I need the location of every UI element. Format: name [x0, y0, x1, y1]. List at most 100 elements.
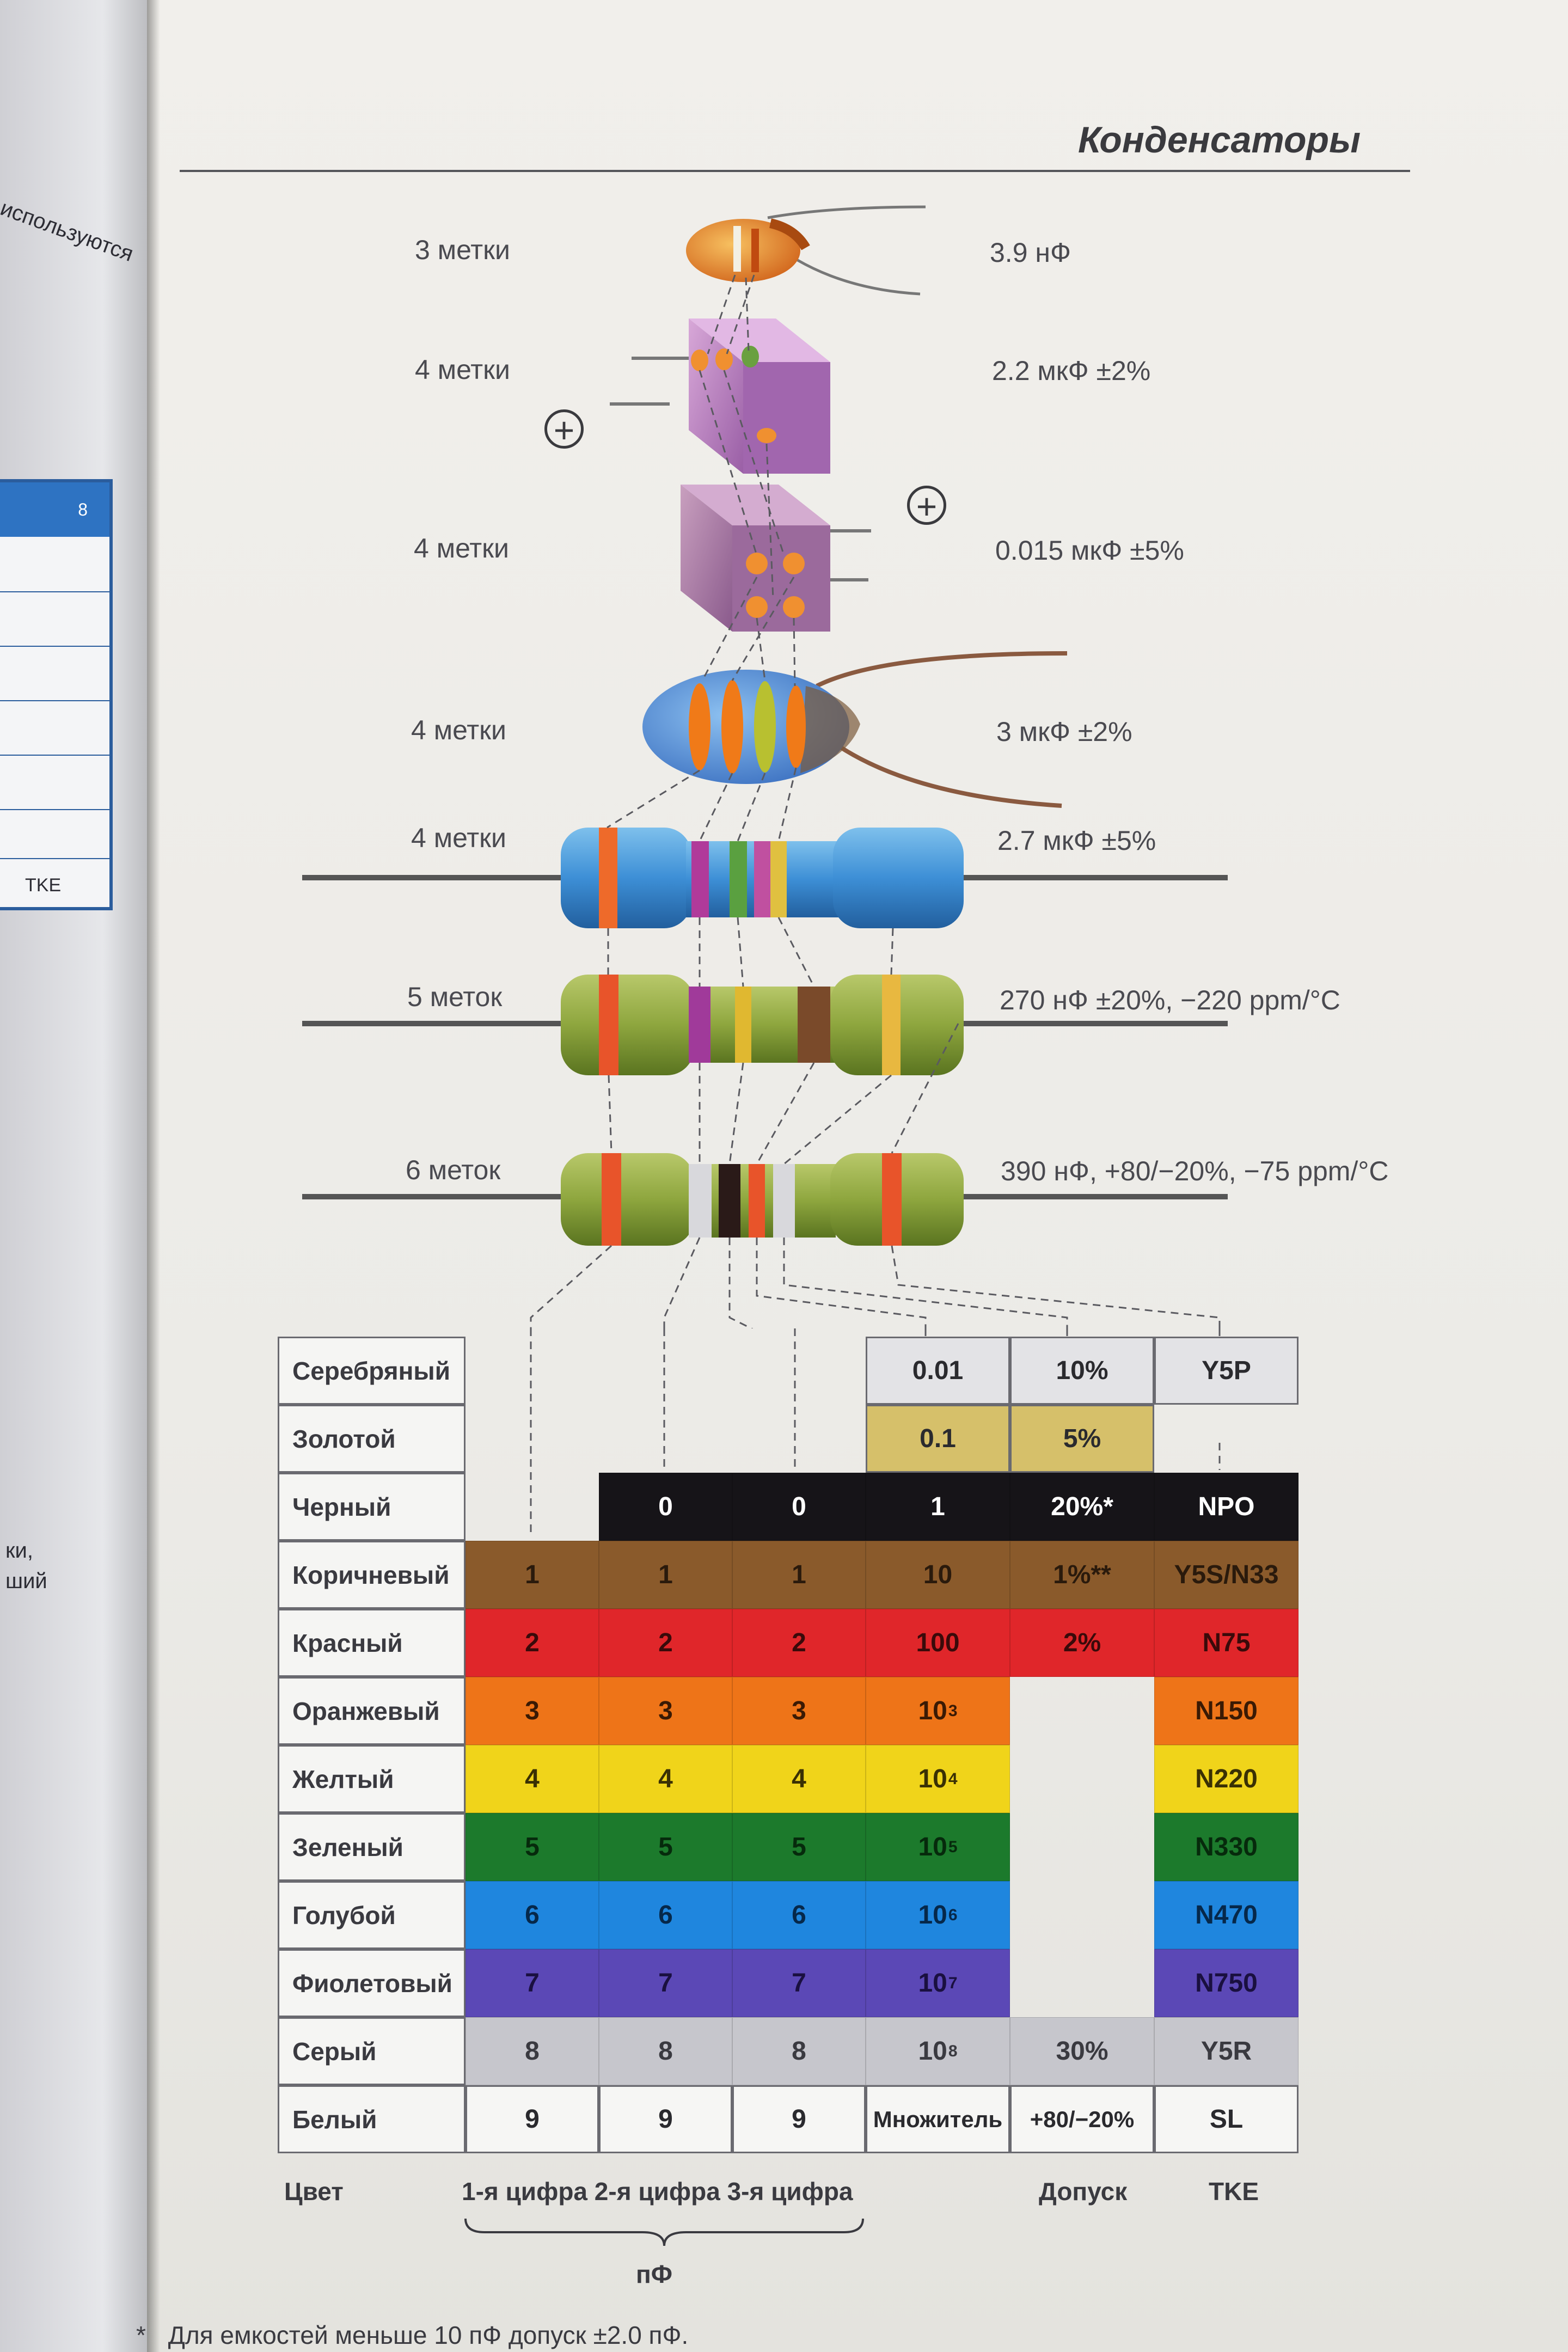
cell-text: N75	[1202, 1628, 1251, 1657]
cell-d1-6: 4	[465, 1745, 599, 1813]
cell-text: 30%	[1056, 2037, 1108, 2066]
cell-d2-6: 4	[599, 1745, 732, 1813]
cell-d1-5: 3	[465, 1677, 599, 1745]
digits-brace	[464, 2218, 864, 2246]
cell-text: 6	[792, 1901, 806, 1930]
footnote-text: Для емкостей меньше 10 пФ допуск ±2.0 пФ…	[168, 2321, 689, 2349]
cell-text: 7	[525, 1969, 540, 1998]
cell-text: 0.1	[920, 1424, 956, 1453]
cell-d3-11: 9	[732, 2085, 866, 2153]
cell-tke-3: Y5S/N33	[1154, 1541, 1298, 1609]
polarity-plus-icon: +	[907, 486, 946, 525]
cell-tol-11: +80/−20%	[1010, 2085, 1154, 2153]
cell-mult-4: 100	[866, 1609, 1010, 1677]
cell-d1-3: 1	[465, 1541, 599, 1609]
left-table-rule	[0, 809, 109, 810]
cell-d2-3: 1	[599, 1541, 732, 1609]
cell-d1-9: 7	[465, 1949, 599, 2017]
row-label-8: Голубой	[278, 1881, 465, 1949]
cell-tke-2: NPO	[1154, 1473, 1298, 1541]
cell-text: N150	[1195, 1696, 1258, 1725]
cell-text: 2%	[1063, 1628, 1101, 1657]
cell-text: 9	[792, 2105, 806, 2134]
cell-text: 7	[658, 1969, 673, 1998]
cell-d3-7: 5	[732, 1813, 866, 1881]
multiplier-exponent: 4	[948, 1769, 958, 1788]
cell-text: 2	[525, 1628, 540, 1657]
footnote: * Для емкостей меньше 10 пФ допуск ±2.0 …	[136, 2320, 688, 2350]
cell-text: N330	[1195, 1833, 1258, 1861]
cell-mult-3: 10	[866, 1541, 1010, 1609]
cell-text: 4	[792, 1765, 806, 1793]
cell-text: 1	[525, 1560, 540, 1589]
cell-text: 3	[525, 1696, 540, 1725]
cell-text: 10	[918, 2037, 947, 2066]
footnote-marker: *	[136, 2321, 146, 2349]
cell-text: 9	[525, 2105, 540, 2134]
page-header-title: Конденсаторы	[1078, 119, 1361, 161]
cell-text: 100	[916, 1628, 960, 1657]
cell-text: 1	[658, 1560, 673, 1589]
cell-tke-5: N150	[1154, 1677, 1298, 1745]
cell-text: 10	[923, 1560, 953, 1589]
cell-text: 2	[658, 1628, 673, 1657]
cell-d2-9: 7	[599, 1949, 732, 2017]
cell-d2-7: 5	[599, 1813, 732, 1881]
left-page-table-head: 8	[0, 482, 109, 537]
capacitor-3-value: 0.015 мкФ ±5%	[995, 535, 1184, 566]
cell-d3-10: 8	[732, 2017, 866, 2085]
cell-text: 2	[792, 1628, 806, 1657]
capacitor-4-marks: 4 метки	[411, 715, 506, 745]
cell-text: 5	[792, 1833, 806, 1861]
cell-d3-3: 1	[732, 1541, 866, 1609]
multiplier-exponent: 6	[948, 1906, 958, 1924]
cell-d3-2: 0	[732, 1473, 866, 1541]
cell-text: 9	[658, 2105, 673, 2134]
cell-text: 6	[525, 1901, 540, 1930]
capacitor-2-value: 2.2 мкФ ±2%	[992, 356, 1151, 386]
column-label-tolerance: Допуск	[1039, 2177, 1128, 2206]
cell-text: N220	[1195, 1765, 1258, 1793]
cell-text: Y5S/N33	[1174, 1560, 1279, 1589]
cell-text: 10	[918, 1833, 947, 1861]
row-label-6: Желтый	[278, 1745, 465, 1813]
cell-text: 5%	[1063, 1424, 1101, 1453]
header-rule	[180, 170, 1410, 172]
left-table-rule	[0, 700, 109, 701]
cell-d2-8: 6	[599, 1881, 732, 1949]
row-label-0: Серебряный	[278, 1337, 465, 1405]
cell-tke-10: Y5R	[1154, 2017, 1298, 2085]
cell-text: 0	[792, 1492, 806, 1521]
left-page-side-line: ки,	[5, 1539, 33, 1563]
cell-d1-4: 2	[465, 1609, 599, 1677]
cell-d3-8: 6	[732, 1881, 866, 1949]
row-label-11: Белый	[278, 2085, 465, 2153]
cell-d2-5: 3	[599, 1677, 732, 1745]
cell-mult-11: Множитель	[866, 2085, 1010, 2153]
cell-text: 10	[918, 1696, 947, 1725]
cell-text: 4	[658, 1765, 673, 1793]
capacitor-7-value: 390 нФ, +80/−20%, −75 ppm/°C	[1001, 1156, 1389, 1186]
cell-text: 1	[792, 1560, 806, 1589]
row-label-1: Золотой	[278, 1405, 465, 1473]
capacitor-2-marks: 4 метки	[415, 354, 510, 385]
polarity-plus-icon: +	[544, 409, 584, 449]
cell-text: 10	[918, 1901, 947, 1930]
multiplier-exponent: 7	[948, 1974, 958, 1992]
cell-d1-8: 6	[465, 1881, 599, 1949]
cell-mult-0: 0.01	[866, 1337, 1010, 1405]
cell-text: 8	[658, 2037, 673, 2066]
left-table-rule	[0, 646, 109, 647]
cell-tke-7: N330	[1154, 1813, 1298, 1881]
cell-text: N470	[1195, 1901, 1258, 1930]
cell-tke-6: N220	[1154, 1745, 1298, 1813]
cell-tol-0: 10%	[1010, 1337, 1154, 1405]
column-label-tke: TKE	[1209, 2177, 1259, 2206]
left-page-text: используются	[0, 196, 137, 266]
cell-tke-9: N750	[1154, 1949, 1298, 2017]
cell-text: 7	[792, 1969, 806, 1998]
